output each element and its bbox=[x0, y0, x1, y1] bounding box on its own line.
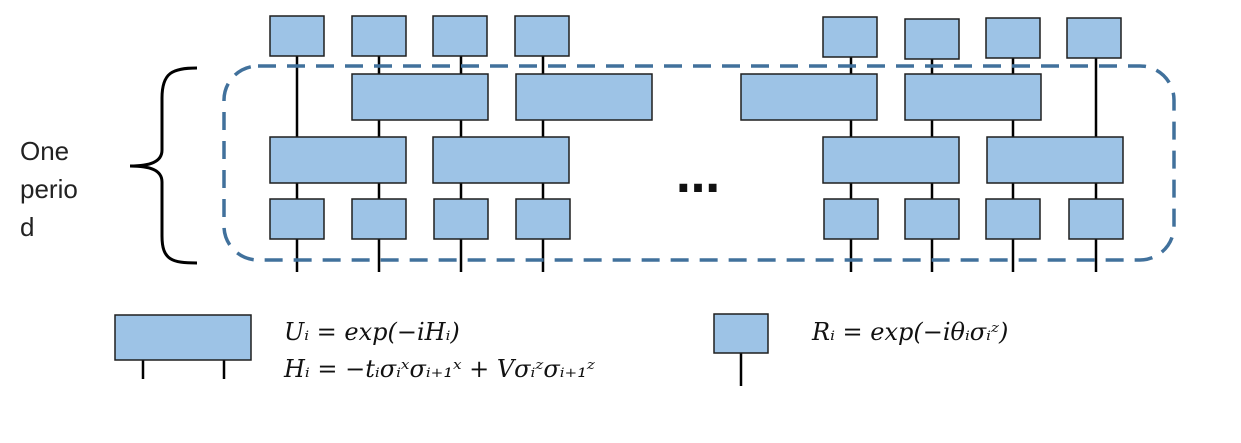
u-gate-odd bbox=[515, 73, 653, 121]
r-gate-bottom bbox=[904, 198, 960, 240]
legend-r-gate-box bbox=[713, 313, 769, 354]
period-label-line-2: perio bbox=[20, 174, 78, 204]
u-gate-even bbox=[986, 136, 1124, 184]
r-gate-top bbox=[514, 15, 570, 57]
u-gate-even bbox=[269, 136, 407, 184]
r-gate-bottom bbox=[1068, 198, 1124, 240]
gate-boxes bbox=[114, 15, 1124, 361]
r-gate-top bbox=[351, 15, 407, 57]
h-definition: Hᵢ = −tᵢσᵢˣσᵢ₊₁ˣ + Vσᵢᶻσᵢ₊₁ᶻ bbox=[284, 355, 595, 383]
u-gate-even bbox=[822, 136, 960, 184]
u-gate-even bbox=[432, 136, 570, 184]
r-gate-bottom bbox=[985, 198, 1041, 240]
period-label-line-1: One bbox=[20, 136, 70, 166]
one-period-dashed-frame bbox=[222, 64, 1176, 262]
one-period-label: One perio d bbox=[20, 132, 100, 246]
period-label-line-3: d bbox=[20, 212, 35, 242]
r-gate-top bbox=[1066, 17, 1122, 59]
r-gate-bottom bbox=[269, 198, 325, 240]
r-definition: Rᵢ = exp(−iθᵢσᵢᶻ) bbox=[812, 318, 1009, 346]
r-gate-bottom bbox=[433, 198, 489, 240]
r-gate-top bbox=[432, 15, 488, 57]
period-brace bbox=[129, 66, 198, 265]
u-gate-odd bbox=[904, 73, 1042, 121]
r-gate-top bbox=[269, 15, 325, 57]
r-gate-bottom bbox=[351, 198, 407, 240]
u-definition: Uᵢ = exp(−iHᵢ) bbox=[284, 318, 460, 346]
r-gate-top bbox=[985, 17, 1041, 59]
ellipsis: … bbox=[676, 152, 720, 203]
r-gate-bottom bbox=[515, 198, 571, 240]
u-gate-odd bbox=[740, 73, 878, 121]
legend-u-gate-box bbox=[114, 314, 252, 361]
r-gate-bottom bbox=[823, 198, 879, 240]
r-gate-top bbox=[904, 18, 960, 60]
r-gate-top bbox=[822, 16, 878, 58]
u-gate-odd bbox=[351, 73, 489, 121]
